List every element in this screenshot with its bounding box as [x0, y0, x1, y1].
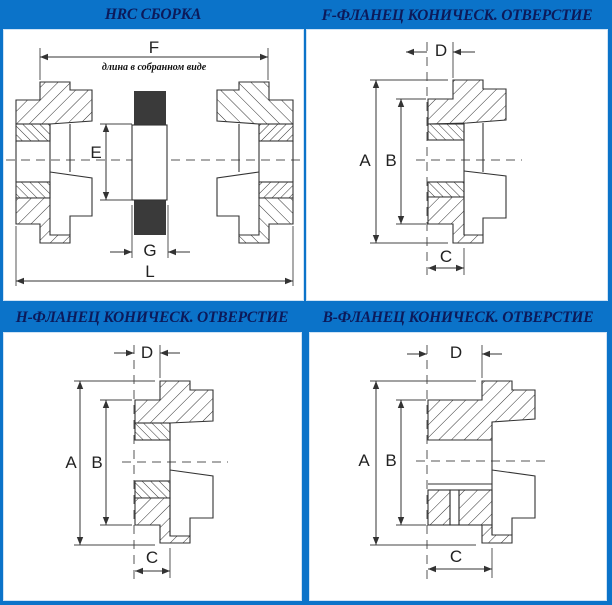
- panel-f-flange: [306, 29, 608, 301]
- label-c: C: [146, 548, 158, 567]
- assembled-length-note: длина в собранном виде: [102, 62, 207, 73]
- set-screw-slot: [449, 489, 460, 526]
- f-flange-drawing: D A B C: [359, 41, 522, 275]
- label-l: L: [145, 262, 154, 281]
- left-hub: [15, 81, 93, 244]
- h-flange-drawing: D A B C: [65, 343, 228, 580]
- label-b: B: [385, 151, 396, 170]
- panel-h-flange: [3, 332, 302, 601]
- title-f-flange: F-ФЛАНЕЦ КОНИЧЕСК. ОТВЕРСТИЕ: [321, 7, 593, 24]
- label-a: A: [358, 451, 370, 470]
- b-flange-drawing: D A B C: [358, 343, 548, 580]
- label-a: A: [359, 151, 371, 170]
- label-d: D: [141, 343, 153, 362]
- label-c: C: [440, 247, 452, 266]
- title-hrc-assembly: HRC СБОРКА: [104, 6, 202, 23]
- panel-b-flange: [309, 332, 607, 601]
- label-g: G: [143, 241, 156, 260]
- hrc-assembly-drawing: F длина в собранном виде E G L: [6, 38, 300, 286]
- title-b-flange: B-ФЛАНЕЦ КОНИЧЕСК. ОТВЕРСТИЕ: [322, 309, 594, 326]
- label-d: D: [435, 41, 447, 60]
- label-e: E: [90, 143, 101, 162]
- label-d: D: [450, 343, 462, 362]
- spider-insert: [131, 91, 168, 235]
- label-b: B: [91, 453, 102, 472]
- label-c: C: [450, 547, 462, 566]
- label-a: A: [65, 453, 77, 472]
- right-hub: [216, 81, 294, 244]
- label-b: B: [385, 451, 396, 470]
- label-f: F: [149, 38, 159, 57]
- title-h-flange: H-ФЛАНЕЦ КОНИЧЕСК. ОТВЕРСТИЕ: [15, 309, 289, 326]
